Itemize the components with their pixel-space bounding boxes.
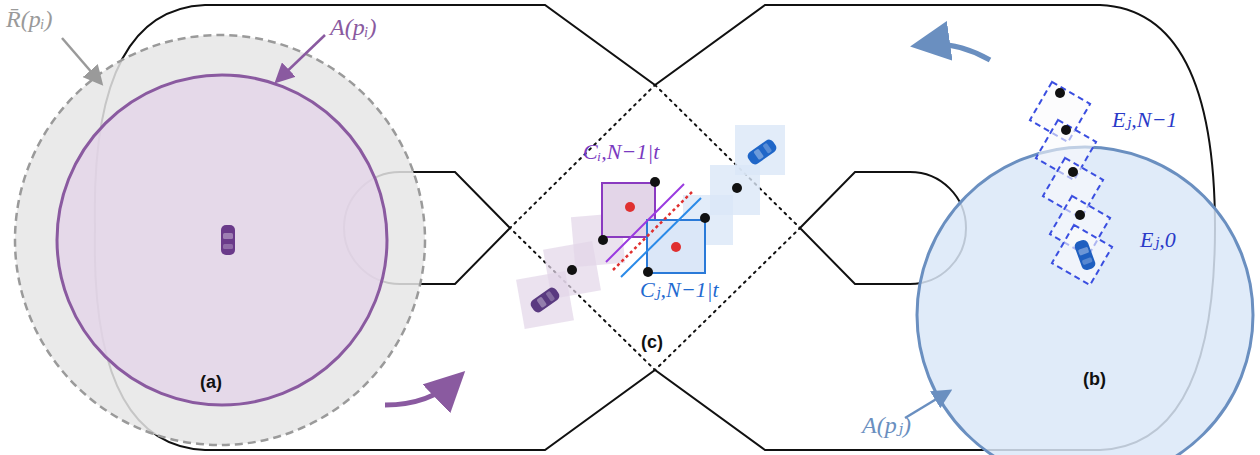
set-label: Eⱼ,0 (1140, 228, 1176, 252)
region-label: R̄(pᵢ) (6, 6, 52, 32)
set-label: Eⱼ,N−1 (1112, 108, 1177, 132)
panel-tag: (c) (641, 333, 663, 353)
set-label: Cᵢ,N−1|t (583, 140, 659, 164)
panel-tag: (b) (1083, 370, 1106, 390)
region-label: A(pᵢ) (330, 14, 376, 40)
set-label: Cⱼ,N−1|t (640, 278, 719, 302)
panel-tag: (a) (200, 373, 222, 393)
region-label: A(pⱼ) (862, 412, 911, 438)
